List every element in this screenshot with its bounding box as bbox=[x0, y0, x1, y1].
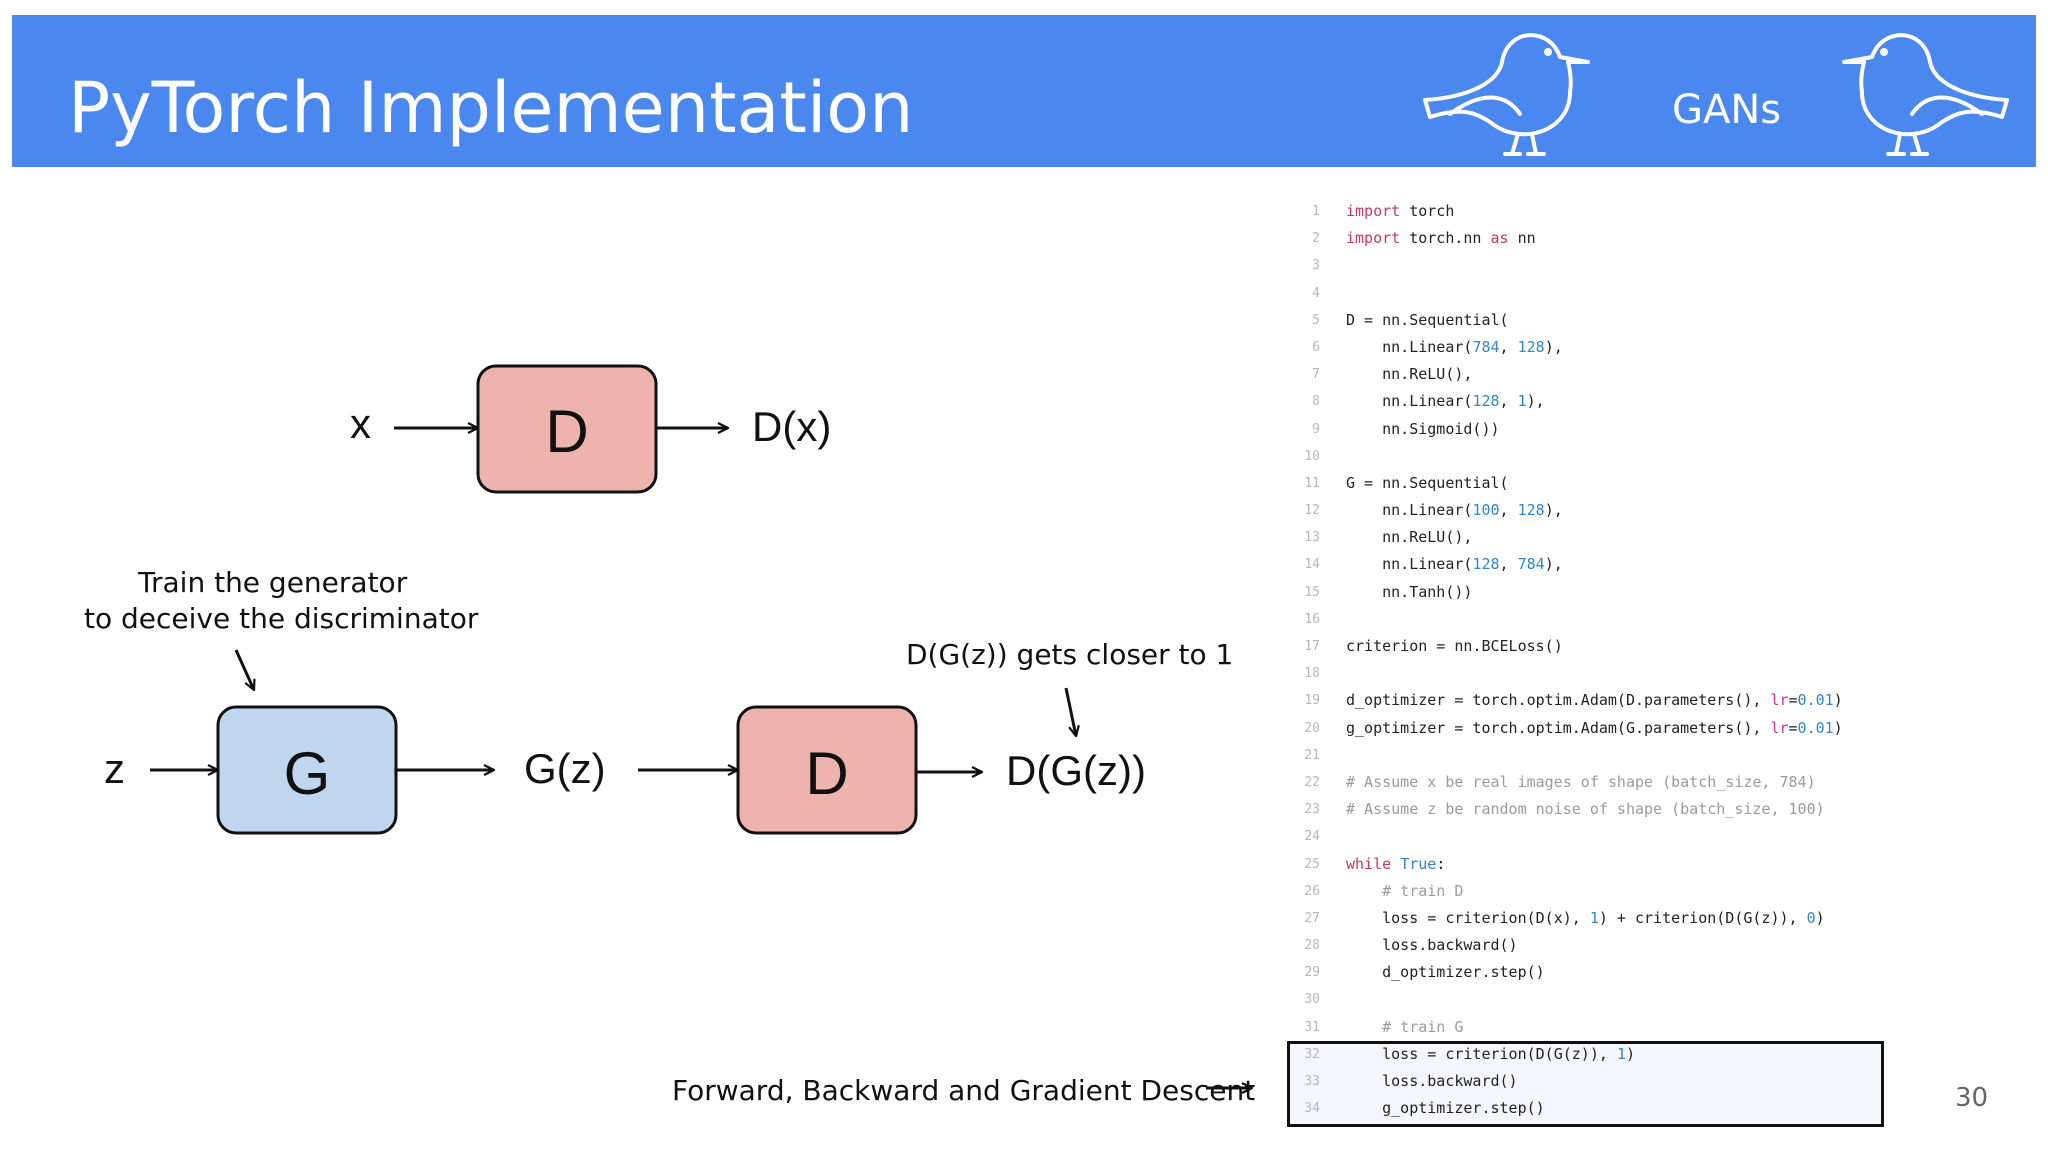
line-number: 3 bbox=[1312, 258, 1320, 274]
code-text: g_optimizer.step() bbox=[1346, 1099, 1545, 1118]
code-text: nn.Linear(100, 128), bbox=[1346, 501, 1563, 520]
arrow-note-to-output bbox=[1064, 687, 1076, 736]
input-z-label: z bbox=[104, 745, 125, 792]
line-number: 2 bbox=[1312, 231, 1320, 247]
line-number: 33 bbox=[1304, 1074, 1320, 1089]
line-number: 6 bbox=[1312, 339, 1320, 355]
section-label: GANs bbox=[1672, 87, 1782, 133]
line-number: 34 bbox=[1304, 1101, 1320, 1117]
discriminator-label-bottom: D bbox=[805, 740, 848, 807]
line-number: 32 bbox=[1304, 1046, 1320, 1062]
line-number: 10 bbox=[1304, 448, 1320, 464]
line-number: 1 bbox=[1312, 204, 1320, 219]
code-text: loss = criterion(D(G(z)), 1) bbox=[1346, 1044, 1635, 1063]
discriminator-box-bottom bbox=[736, 705, 918, 835]
code-text: g_optimizer = torch.optim.Adam(G.paramet… bbox=[1346, 718, 1843, 737]
code-text: nn.Linear(128, 1), bbox=[1346, 392, 1545, 411]
generator-label: G bbox=[284, 740, 331, 807]
code-text: # Assume x be real images of shape (batc… bbox=[1346, 772, 1816, 791]
code-text: G = nn.Sequential( bbox=[1346, 473, 1509, 492]
code-text: import torch.nn as nn bbox=[1346, 229, 1536, 248]
code-text: while True: bbox=[1346, 854, 1446, 873]
bird-icon bbox=[1842, 33, 2009, 156]
code-text: loss.backward() bbox=[1346, 936, 1518, 955]
line-number: 29 bbox=[1304, 965, 1320, 981]
code-text: criterion = nn.BCELoss() bbox=[1346, 637, 1563, 655]
code-text: # train G bbox=[1382, 1017, 1464, 1036]
line-number: 7 bbox=[1312, 367, 1320, 383]
line-number: 23 bbox=[1304, 802, 1320, 818]
page-number: 30 bbox=[1955, 1083, 1989, 1113]
code-text: loss = criterion(D(x), 1) + criterion(D(… bbox=[1346, 908, 1825, 927]
line-number: 31 bbox=[1304, 1019, 1320, 1035]
line-number: 22 bbox=[1304, 774, 1320, 790]
code-text: nn.Linear(128, 784), bbox=[1346, 555, 1563, 574]
arrow-note-to-generator bbox=[234, 649, 254, 690]
output-note: D(G(z)) gets closer to 1 bbox=[906, 638, 1234, 671]
code-text: nn.Linear(784, 128), bbox=[1346, 337, 1563, 356]
title-banner: PyTorch Implementation GANs bbox=[12, 15, 2036, 167]
line-number: 16 bbox=[1304, 611, 1320, 627]
code-text: nn.ReLU(), bbox=[1346, 365, 1473, 384]
line-number: 17 bbox=[1304, 639, 1320, 654]
code-text: d_optimizer = torch.optim.Adam(D.paramet… bbox=[1346, 691, 1843, 710]
dx-output-label: D(x) bbox=[752, 403, 832, 450]
line-number: 4 bbox=[1312, 285, 1320, 301]
line-number: 28 bbox=[1304, 938, 1320, 954]
discriminator-label-top: D bbox=[545, 398, 588, 465]
code-text: nn.Sigmoid()) bbox=[1346, 419, 1500, 438]
line-number: 27 bbox=[1304, 910, 1320, 926]
generator-note-line1: Train the generator bbox=[138, 566, 408, 599]
code-text: loss.backward() bbox=[1346, 1072, 1518, 1090]
input-x-label: x bbox=[350, 400, 371, 447]
slide-title: PyTorch Implementation bbox=[68, 67, 914, 149]
code-text: # train D bbox=[1382, 881, 1464, 900]
line-number: 11 bbox=[1304, 475, 1320, 491]
code-text: d_optimizer.step() bbox=[1346, 963, 1545, 982]
line-number: 14 bbox=[1304, 557, 1320, 573]
line-number: 5 bbox=[1312, 312, 1320, 328]
generator-note-line2: to deceive the discriminator bbox=[84, 602, 479, 635]
line-number: 26 bbox=[1304, 883, 1320, 899]
line-number: 18 bbox=[1304, 666, 1320, 682]
gz-label: G(z) bbox=[524, 745, 606, 792]
code-text: nn.ReLU(), bbox=[1346, 528, 1473, 547]
code-text: D = nn.Sequential( bbox=[1346, 310, 1509, 329]
line-number: 20 bbox=[1304, 720, 1320, 736]
dgz-output-label: D(G(z)) bbox=[1006, 747, 1146, 794]
line-number: 21 bbox=[1304, 747, 1320, 763]
line-number: 25 bbox=[1304, 856, 1320, 872]
code-text: import torch bbox=[1346, 202, 1455, 220]
line-number: 8 bbox=[1312, 394, 1320, 410]
line-number: 24 bbox=[1304, 829, 1320, 845]
bottom-note: Forward, Backward and Gradient Descent bbox=[672, 1074, 1256, 1107]
line-number: 19 bbox=[1304, 693, 1320, 709]
line-number: 13 bbox=[1304, 530, 1320, 546]
bird-icon bbox=[1423, 33, 1590, 156]
code-highlight-box bbox=[1287, 1041, 1884, 1127]
line-number: 9 bbox=[1312, 421, 1320, 437]
code-text: # Assume z be random noise of shape (bat… bbox=[1346, 800, 1825, 819]
code-text: nn.Tanh()) bbox=[1346, 582, 1473, 601]
line-number: 15 bbox=[1304, 584, 1320, 600]
line-number: 12 bbox=[1304, 503, 1320, 519]
line-number: 30 bbox=[1304, 992, 1320, 1008]
